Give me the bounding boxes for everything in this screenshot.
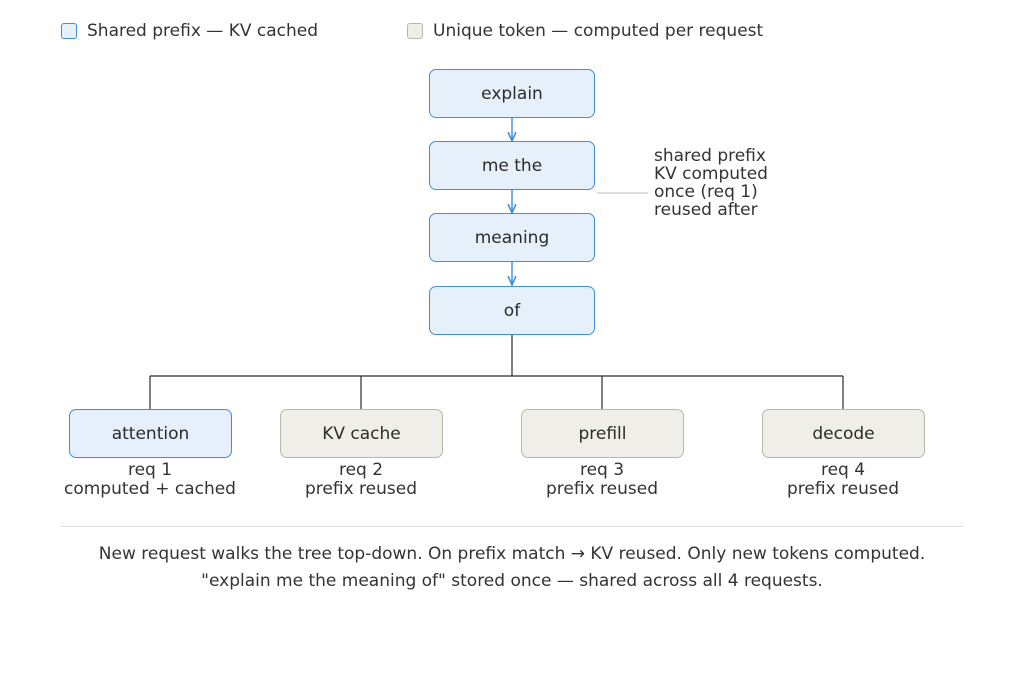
legend-shared: Shared prefix — KV cached (61, 20, 318, 42)
node-explain: explain (429, 69, 595, 118)
annotation-line: shared prefix (654, 146, 766, 166)
caption-status: computed + cached (64, 479, 236, 499)
leaf-kv-cache: KV cache (280, 409, 443, 458)
legend-shared-label: Shared prefix — KV cached (87, 21, 319, 41)
caption-req-4: req 4 prefix reused (743, 461, 943, 499)
caption-req-3: req 3 prefix reused (502, 461, 702, 499)
caption-req: req 4 (820, 460, 866, 480)
caption-status: prefix reused (546, 479, 658, 499)
leaf-attention: attention (69, 409, 232, 458)
node-me-the: me the (429, 141, 595, 190)
legend-unique-swatch (407, 23, 423, 39)
caption-req-1: req 1 computed + cached (50, 461, 250, 499)
annotation-line: reused after (654, 200, 758, 220)
node-meaning: meaning (429, 213, 595, 262)
caption-req-2: req 2 prefix reused (261, 461, 461, 499)
annotation-line: KV computed (654, 164, 768, 184)
caption-req: req 2 (338, 460, 384, 480)
caption-req: req 1 (127, 460, 173, 480)
annotation-line: once (req 1) (654, 182, 758, 202)
legend-shared-swatch (61, 23, 77, 39)
footer-divider (60, 526, 964, 527)
leaf-prefill: prefill (521, 409, 684, 458)
footer-line-1: New request walks the tree top-down. On … (98, 544, 926, 564)
shared-prefix-annotation: shared prefix KV computed once (req 1) r… (654, 147, 768, 219)
legend-unique-label: Unique token — computed per request (433, 21, 764, 41)
caption-req: req 3 (579, 460, 625, 480)
footer-line-2: "explain me the meaning of" stored once … (201, 571, 823, 591)
node-of: of (429, 286, 595, 335)
caption-status: prefix reused (305, 479, 417, 499)
leaf-decode: decode (762, 409, 925, 458)
caption-status: prefix reused (787, 479, 899, 499)
legend-unique: Unique token — computed per request (407, 20, 763, 42)
